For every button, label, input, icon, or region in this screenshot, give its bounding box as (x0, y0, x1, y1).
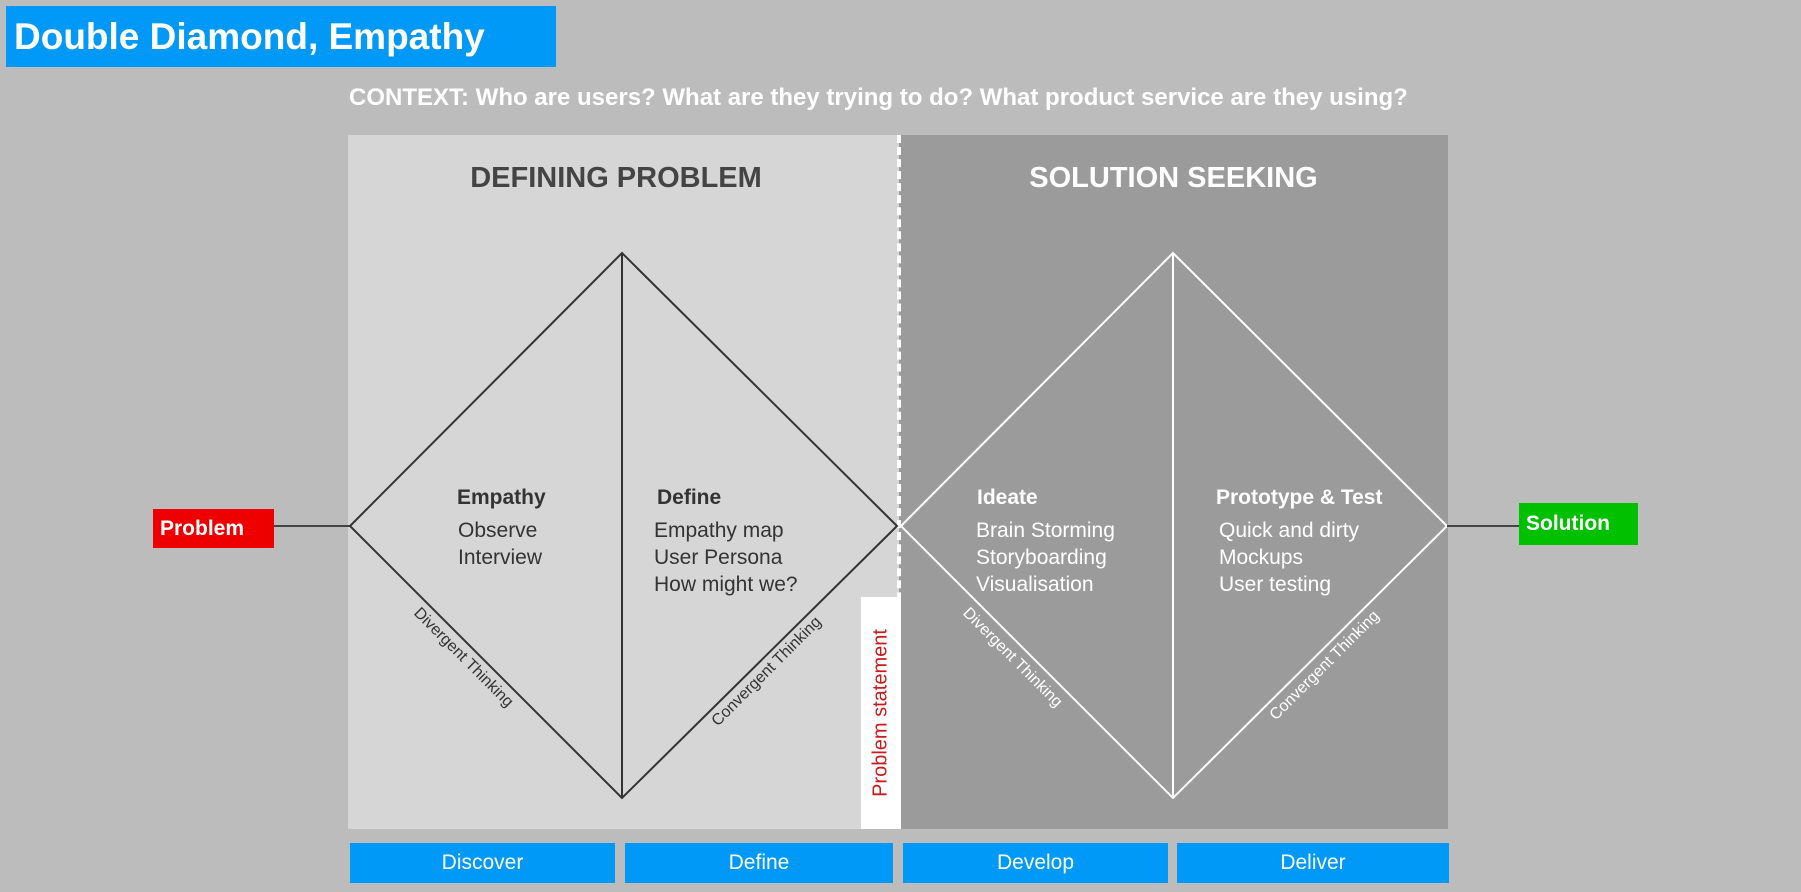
ideate-item: Storyboarding (976, 546, 1107, 569)
phase-develop: Develop (903, 843, 1168, 883)
define-item: How might we? (654, 573, 798, 596)
ideate-heading: Ideate (977, 486, 1038, 509)
problem-statement-label: Problem statement (869, 629, 892, 797)
problem-statement-box (861, 597, 901, 829)
context-text: CONTEXT: Who are users? What are they tr… (349, 84, 1408, 111)
solution-label: Solution (1519, 503, 1638, 545)
dashed-divider (897, 135, 901, 829)
defining-problem-title: DEFINING PROBLEM (470, 162, 762, 194)
defining-problem-panel (348, 135, 899, 829)
empathy-heading: Empathy (457, 486, 546, 509)
prototype-test-item: Quick and dirty (1219, 519, 1360, 542)
empathy-item: Observe (458, 519, 538, 542)
define-item: Empathy map (654, 519, 784, 542)
empathy-item: Interview (458, 546, 543, 569)
diamond-1 (348, 251, 899, 800)
prototype-test-item: User testing (1219, 573, 1332, 596)
solution-seeking-title: SOLUTION SEEKING (1029, 162, 1318, 194)
phase-deliver: Deliver (1177, 843, 1449, 883)
prototype-test-item: Mockups (1219, 546, 1304, 569)
problem-label: Problem (153, 509, 274, 548)
ideate-item: Brain Storming (976, 519, 1115, 542)
phase-define: Define (625, 843, 893, 883)
page-title: Double Diamond, Empathy (6, 6, 556, 67)
ideate-item: Visualisation (976, 573, 1094, 596)
define-item: User Persona (654, 546, 783, 569)
define-heading: Define (657, 486, 722, 509)
prototype-test-heading: Prototype & Test (1216, 486, 1383, 509)
phase-discover: Discover (350, 843, 615, 883)
